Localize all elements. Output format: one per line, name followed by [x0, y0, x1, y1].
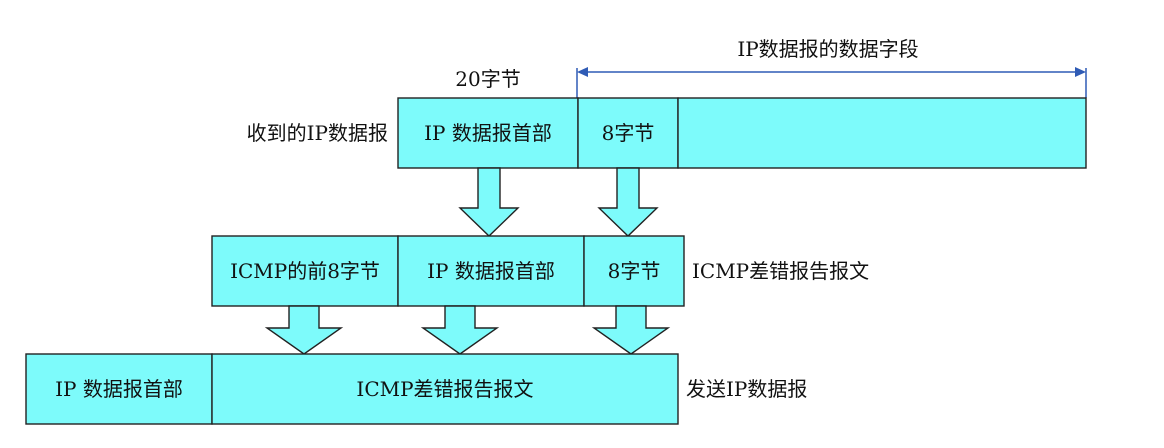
top-first8-cell [577, 97, 679, 169]
bottom-icmp-message-text: ICMP差错报告报文 [356, 377, 533, 401]
middle-ip-header-text: IP 数据报首部 [427, 259, 555, 283]
bottom-icmp-message-cell [211, 353, 679, 425]
top-rest-data-cell [677, 97, 1087, 169]
data-field-dimension [576, 67, 1087, 98]
middle-icmp-first8-cell [211, 235, 399, 307]
middle-first8-text: 8字节 [608, 259, 661, 283]
down-arrow [591, 305, 671, 355]
data-field-label: IP数据报的数据字段 [737, 37, 918, 61]
down-arrow [420, 305, 500, 355]
icmp-error-message-label: ICMP差错报告报文 [692, 259, 869, 283]
down-arrow [597, 167, 659, 237]
middle-icmp-first8-text: ICMP的前8字节 [230, 259, 380, 283]
down-arrow [264, 305, 344, 355]
bottom-ip-header-cell [25, 353, 213, 425]
top-ip-header-cell [397, 97, 579, 169]
down-arrow [458, 167, 520, 237]
bottom-ip-header-text: IP 数据报首部 [55, 377, 183, 401]
top-first8-text: 8字节 [602, 121, 655, 145]
dimension-left-arrowhead [577, 67, 588, 77]
dimension-right-arrowhead [1075, 67, 1086, 77]
received-datagram-label: 收到的IP数据报 [247, 121, 388, 145]
header-size-label: 20字节 [455, 67, 520, 91]
top-ip-header-text: IP 数据报首部 [424, 121, 552, 145]
sent-datagram-label: 发送IP数据报 [686, 377, 807, 401]
middle-ip-header-cell [397, 235, 585, 307]
